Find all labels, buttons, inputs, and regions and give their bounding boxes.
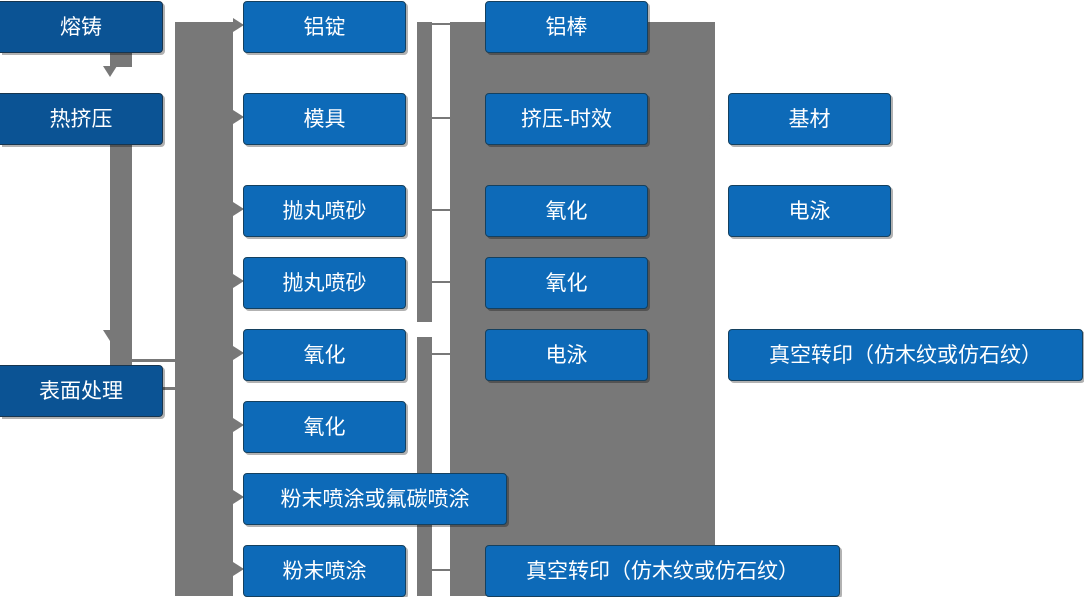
panel-stub-electro <box>690 208 704 210</box>
connector-line-surface <box>163 387 177 390</box>
arrow-to-box-electro <box>703 204 712 214</box>
stage-box-melting-label: 熔铸 <box>60 15 102 39</box>
rail-tick-1 <box>432 23 450 25</box>
treatment-box-extrusion-aging-label: 挤压-时效 <box>521 107 612 131</box>
process-box-oxidation-1-label: 氧化 <box>303 343 346 367</box>
rail-tick-5 <box>432 353 450 355</box>
treatment-box-aluminum-bar[interactable]: 铝棒 <box>485 1 648 53</box>
arrow-to-box-shotblast-1 <box>233 202 244 216</box>
process-box-shotblast-2[interactable]: 抛丸喷砂 <box>243 257 406 309</box>
arrow-to-box-powder-or-fluoro <box>233 490 244 504</box>
process-box-powder-coating-label: 粉末喷涂 <box>282 559 367 583</box>
output-box-base-material[interactable]: 基材 <box>728 93 891 145</box>
process-box-shotblast-1[interactable]: 抛丸喷砂 <box>243 185 406 237</box>
treatment-box-oxidation-2[interactable]: 氧化 <box>485 257 648 309</box>
stage-box-hot-extrusion-label: 热挤压 <box>49 107 113 131</box>
arrow-to-box-oxidation-1 <box>233 346 244 360</box>
arrow-to-box-aluminum-ingot <box>233 18 244 32</box>
arrow-to-box-shotblast-2 <box>233 274 244 288</box>
treatment-box-extrusion-aging[interactable]: 挤压-时效 <box>485 93 648 145</box>
stage-box-surface-treatment[interactable]: 表面处理 <box>0 365 163 417</box>
rail-tick-4 <box>432 281 450 283</box>
process-box-mold-label: 模具 <box>303 107 346 131</box>
panel-stub-base-material <box>690 116 704 118</box>
rail-tick-6 <box>432 569 450 571</box>
arrow-to-box-mold <box>233 110 244 124</box>
arrow-down-to-extrusion <box>103 66 117 77</box>
process-box-aluminum-ingot[interactable]: 铝锭 <box>243 1 406 53</box>
process-box-aluminum-ingot-label: 铝锭 <box>303 15 346 39</box>
process-box-powder-or-fluorocarbon-label: 粉末喷涂或氟碳喷涂 <box>280 487 470 511</box>
middle-rail-lower <box>417 337 432 596</box>
process-box-shotblast-2-label: 抛丸喷砂 <box>282 271 367 295</box>
output-box-vacuum-transfer-print[interactable]: 真空转印（仿木纹或仿石纹） <box>728 329 1083 381</box>
panel-stub-vacuum-print <box>690 352 704 354</box>
arrow-to-box-oxidation-2 <box>233 418 244 432</box>
treatment-box-oxidation-2-label: 氧化 <box>545 271 588 295</box>
process-box-oxidation-2[interactable]: 氧化 <box>243 401 406 453</box>
connector-line-surface-top <box>121 359 177 362</box>
arrow-to-box-vacuum-print <box>703 348 712 358</box>
middle-rail-upper <box>417 22 432 322</box>
arrow-to-box-powder-coating <box>233 562 244 576</box>
process-box-mold[interactable]: 模具 <box>243 93 406 145</box>
output-box-base-material-label: 基材 <box>788 107 831 131</box>
left-distribution-bar <box>175 22 233 596</box>
stage-box-surface-treatment-label: 表面处理 <box>39 379 123 403</box>
treatment-box-oxidation-1[interactable]: 氧化 <box>485 185 648 237</box>
process-box-shotblast-1-label: 抛丸喷砂 <box>282 199 367 223</box>
arrow-down-to-surface <box>103 330 117 341</box>
treatment-box-aluminum-bar-label: 铝棒 <box>545 15 588 39</box>
output-box-electrophoresis[interactable]: 电泳 <box>728 185 891 237</box>
rail-tick-2 <box>432 117 450 119</box>
process-box-oxidation-2-label: 氧化 <box>303 415 346 439</box>
output-box-vacuum-transfer-print-label: 真空转印（仿木纹或仿石纹） <box>769 343 1042 367</box>
process-box-powder-or-fluorocarbon[interactable]: 粉末喷涂或氟碳喷涂 <box>243 473 507 525</box>
treatment-box-electrophoresis[interactable]: 电泳 <box>485 329 648 381</box>
treatment-box-vacuum-transfer-print-label: 真空转印（仿木纹或仿石纹） <box>526 559 799 583</box>
treatment-box-electrophoresis-label: 电泳 <box>545 343 588 367</box>
process-box-oxidation-1[interactable]: 氧化 <box>243 329 406 381</box>
treatment-box-vacuum-transfer-print[interactable]: 真空转印（仿木纹或仿石纹） <box>485 545 840 597</box>
connector-stub-extrusion <box>110 141 132 376</box>
rail-tick-3 <box>432 209 450 211</box>
treatment-box-oxidation-1-label: 氧化 <box>545 199 588 223</box>
stage-box-hot-extrusion[interactable]: 热挤压 <box>0 93 163 145</box>
arrow-to-box-base-material <box>703 112 712 122</box>
output-box-electrophoresis-label: 电泳 <box>788 199 831 223</box>
stage-box-melting[interactable]: 熔铸 <box>0 1 163 53</box>
process-box-powder-coating[interactable]: 粉末喷涂 <box>243 545 406 597</box>
